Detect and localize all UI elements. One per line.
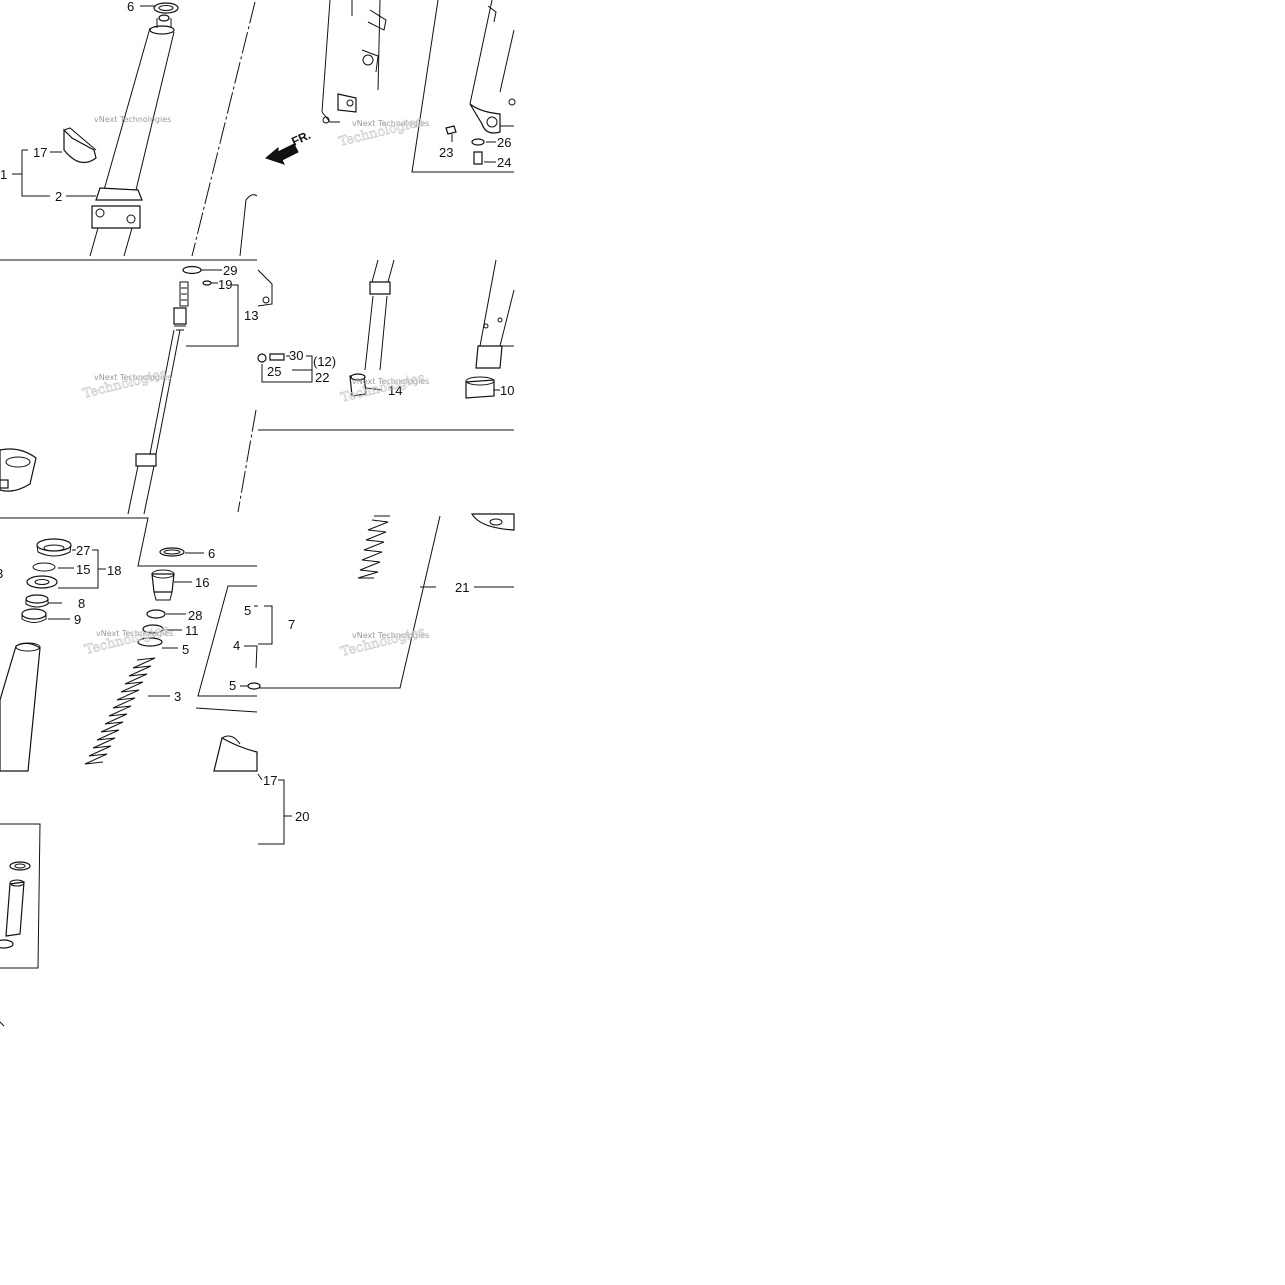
tile-seals-spring <box>0 517 273 772</box>
label-19: 19 <box>218 277 232 292</box>
watermark-f-back: Technologies <box>339 625 426 660</box>
watermark-e-back: Technologies <box>83 623 170 658</box>
label-3-spring: 3 <box>174 689 181 704</box>
watermark-b: vNext Technologies <box>352 119 429 128</box>
label-6-top: 6 <box>127 0 134 14</box>
tile-fork-tube <box>12 1 258 257</box>
label-23: 23 <box>439 145 453 160</box>
label-30: 30 <box>289 348 303 363</box>
label-14: 14 <box>388 383 402 398</box>
label-18: 18 <box>107 563 121 578</box>
label-5-lower: 5 <box>229 678 236 693</box>
label-26: 26 <box>497 135 511 150</box>
tile-spring-assembly <box>258 513 515 689</box>
label-6-seal: 6 <box>208 546 215 561</box>
label-21: 21 <box>455 580 469 595</box>
tile-inner-tubes <box>257 259 515 431</box>
label-4: 4 <box>233 638 240 653</box>
tile-bracket-20 <box>257 773 292 845</box>
front-direction-arrow <box>264 143 299 165</box>
label-22: 22 <box>315 370 329 385</box>
label-1: 1 <box>0 167 7 182</box>
label-2: 2 <box>55 189 62 204</box>
label-24: 24 <box>497 155 511 170</box>
label-16: 16 <box>195 575 209 590</box>
tile-fork-sliders: FR. <box>264 0 516 173</box>
label-5-upper: 5 <box>244 603 251 618</box>
label-17-bracket: 17 <box>33 145 47 160</box>
tile-left-fragment <box>0 823 41 1027</box>
label-3-side: 3 <box>0 566 3 581</box>
watermark-d: vNext Technologies <box>352 377 429 386</box>
label-7: 7 <box>288 617 295 632</box>
label-20: 20 <box>295 809 309 824</box>
label-5-washer: 5 <box>182 642 189 657</box>
watermark-c: vNext Technologies <box>94 373 171 382</box>
label-28: 28 <box>188 608 202 623</box>
watermark-c-back: Technologies <box>81 367 168 402</box>
fr-direction-label: FR. <box>289 128 312 149</box>
watermark-a: vNext Technologies <box>94 115 171 124</box>
watermark-e: vNext Technologies <box>96 629 173 638</box>
label-13: 13 <box>244 308 258 323</box>
label-10: 10 <box>500 383 514 398</box>
label-11: 11 <box>185 623 199 638</box>
label-9: 9 <box>74 612 81 627</box>
label-27: 27 <box>76 543 90 558</box>
tile-damper-rod <box>0 259 257 515</box>
label-15: 15 <box>76 562 90 577</box>
label-12: (12) <box>313 354 336 369</box>
label-8: 8 <box>78 596 85 611</box>
label-17-lower: 17 <box>263 773 277 788</box>
label-25: 25 <box>267 364 281 379</box>
label-29: 29 <box>223 263 237 278</box>
watermark-f: vNext Technologies <box>352 631 429 640</box>
